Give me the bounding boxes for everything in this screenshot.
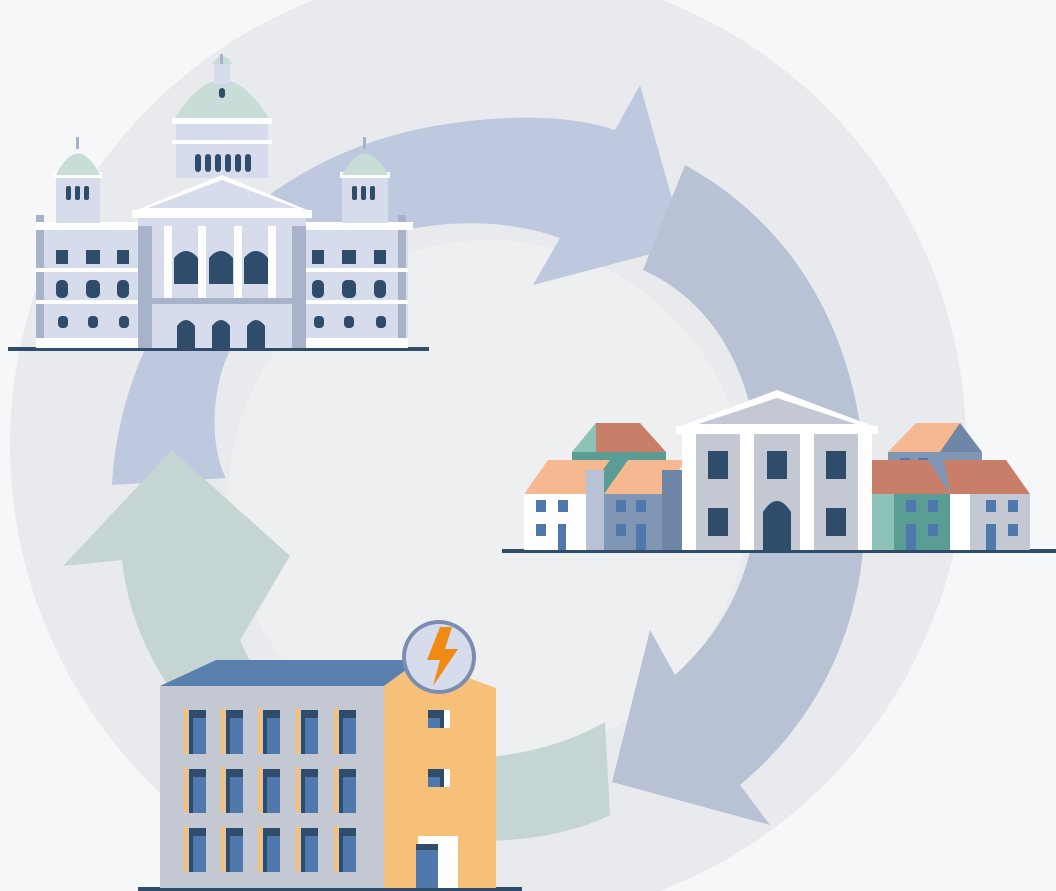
town-hall-with-houses (502, 390, 1056, 553)
energy-utility-office (138, 620, 522, 891)
arrow-top (112, 85, 685, 485)
lightning-icon (427, 627, 458, 686)
federal-parliament-building (8, 54, 429, 351)
inner-disc (228, 240, 748, 760)
office-windows (184, 708, 356, 872)
arrow-bottom-left (63, 450, 610, 841)
arrow-right (612, 165, 866, 825)
